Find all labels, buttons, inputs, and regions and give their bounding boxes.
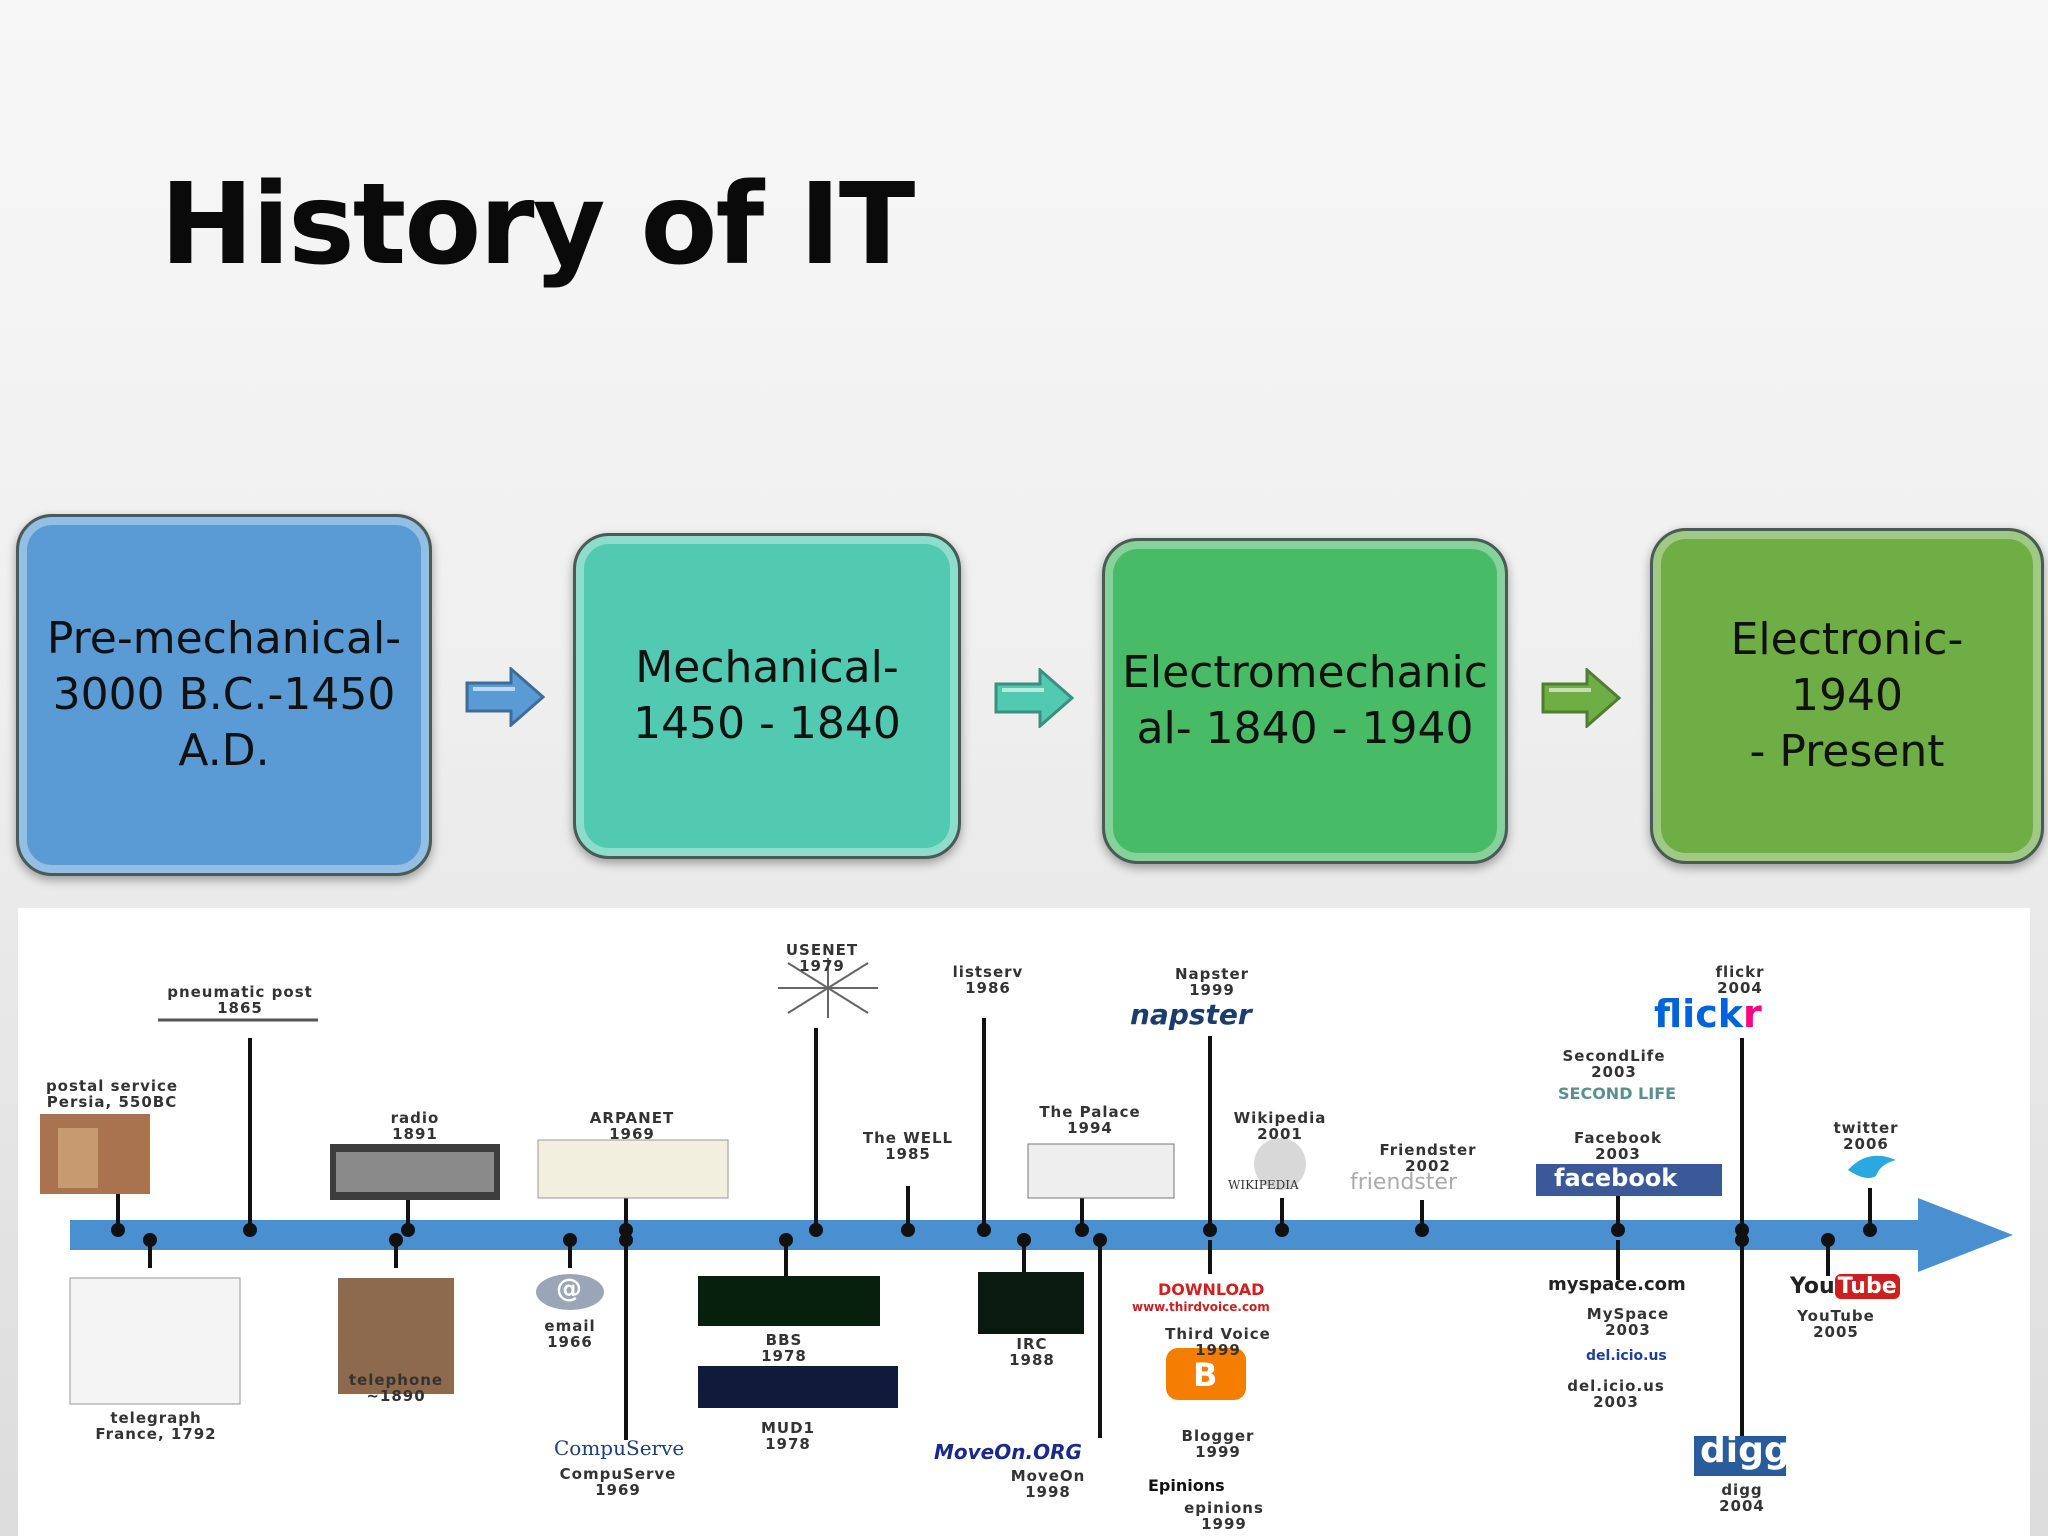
era-box-premechanical: Pre-mechanical- 3000 B.C.-1450 A.D. — [16, 514, 432, 876]
irc-screenshot — [978, 1272, 1084, 1334]
digg-logo-bg — [1694, 1436, 1786, 1476]
flickr-logo: flickr — [1654, 992, 1762, 1036]
timeline-bar — [70, 1220, 1950, 1250]
era-label-line: - Present — [1749, 726, 1945, 777]
era-label-line: Electromechanic — [1122, 647, 1488, 698]
telephone-photo — [338, 1278, 454, 1394]
usenet-graphic — [778, 958, 878, 1018]
era-box-electronic: Electronic- 1940 - Present — [1650, 528, 2044, 864]
blogger-logo — [1166, 1348, 1246, 1400]
delicious-logo: del.icio.us — [1586, 1348, 1667, 1364]
wikipedia-logo: WIKIPEDIA — [1228, 1178, 1299, 1192]
era-box-electromechanical: Electromechanic al- 1840 - 1940 — [1102, 538, 1508, 864]
epinions-logo: Epinions — [1148, 1476, 1225, 1495]
timeline-arrowhead — [1918, 1198, 2013, 1272]
myspace-logo: myspace.com — [1548, 1274, 1686, 1295]
download-button-graphic: DOWNLOAD — [1158, 1280, 1265, 1299]
email-icon — [536, 1274, 604, 1310]
arrow-icon — [465, 665, 546, 729]
email-at-icon: @ — [556, 1274, 582, 1304]
era-label-line: Mechanical- — [635, 642, 899, 693]
twitter-bird-icon — [1848, 1155, 1896, 1178]
era-label-line: A.D. — [178, 725, 270, 776]
facebook-logo — [1536, 1164, 1722, 1196]
era-box-mechanical: Mechanical- 1450 - 1840 — [573, 533, 961, 859]
arrow-icon — [994, 666, 1075, 730]
wikipedia-globe — [1254, 1138, 1306, 1190]
era-label-line: al- 1840 - 1940 — [1136, 703, 1474, 754]
page-title: History of IT — [160, 160, 915, 290]
blogger-b-icon: B — [1193, 1356, 1218, 1394]
timeline-graphic — [40, 958, 2013, 1476]
secondlife-logo: SECOND LIFE — [1558, 1084, 1677, 1103]
telegraph-drawing — [69, 1277, 241, 1405]
friendster-logo: friendster — [1350, 1170, 1458, 1195]
mud1-screenshot — [698, 1366, 898, 1408]
moveon-logo: MoveOn.ORG — [934, 1440, 1082, 1464]
event-telephone: telephone~1890 — [348, 1371, 444, 1405]
bbs-screenshot — [698, 1276, 880, 1326]
era-label-line: 3000 B.C.-1450 — [52, 669, 396, 720]
arrow-icon — [1541, 666, 1622, 730]
compuserve-logo: CompuServe — [554, 1436, 685, 1460]
napster-logo: napster — [1130, 998, 1252, 1031]
era-label-line: 1450 - 1840 — [633, 698, 901, 749]
era-label-line: Pre-mechanical- — [46, 613, 402, 664]
era-label-line: Electronic- 1940 — [1730, 614, 1964, 721]
thirdvoice-url: www.thirdvoice.com — [1132, 1300, 1270, 1314]
the-palace-screenshot — [1027, 1143, 1175, 1199]
arpanet-document — [537, 1139, 729, 1199]
digg-logo: digg — [1700, 1430, 1790, 1471]
facebook-logo-text: facebook — [1554, 1164, 1678, 1192]
